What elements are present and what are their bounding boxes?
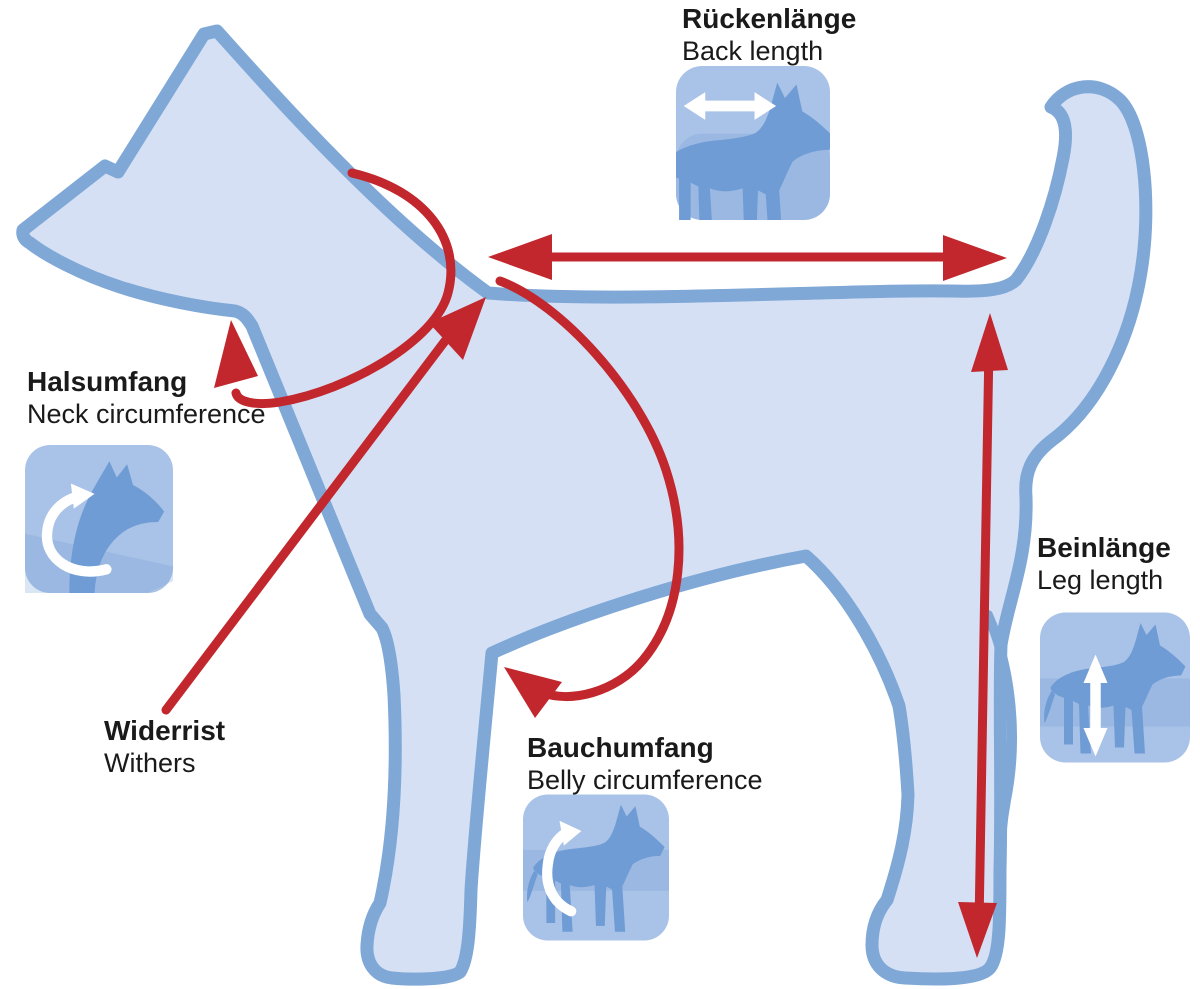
leg-length-label-en: Leg length	[1037, 565, 1164, 595]
leg-length-label: Beinlänge Leg length	[1037, 531, 1171, 597]
neck-circumference-arrow	[214, 168, 456, 409]
leg-length-icon	[1040, 612, 1190, 763]
belly-circumference-label-en: Belly circumference	[527, 765, 763, 795]
far-hind-leg-outline	[983, 610, 1017, 873]
back-length-icon	[676, 66, 830, 220]
neck-circumference-label: Halsumfang Neck circumference	[27, 365, 266, 431]
back-length-label-en: Back length	[682, 36, 824, 66]
belly-circumference-icon	[523, 790, 669, 945]
belly-curve-arrow-icon	[542, 820, 582, 917]
neck-circumference-icon	[25, 445, 173, 593]
withers-label-de: Widerrist	[104, 715, 226, 746]
dog-silhouette-small	[1044, 623, 1186, 754]
back-length-label-de: Rückenlänge	[682, 3, 857, 34]
leg-length-arrow	[958, 313, 1008, 958]
circular-arrow-icon	[42, 483, 112, 577]
withers-label-en: Withers	[104, 748, 196, 778]
withers-arrow	[161, 297, 486, 715]
belly-circumference-label-de: Bauchumfang	[527, 732, 714, 763]
neck-circumference-label-de: Halsumfang	[27, 366, 188, 397]
back-length-arrow	[488, 234, 1007, 281]
belly-circumference-label: Bauchumfang Belly circumference	[527, 731, 763, 797]
vertical-double-arrow-icon	[1083, 654, 1108, 757]
back-length-label: Rückenlänge Back length	[682, 2, 856, 68]
leg-length-label-de: Beinlänge	[1037, 532, 1171, 563]
horizontal-double-arrow-icon	[683, 92, 777, 120]
dog-silhouette	[16, 24, 1153, 986]
withers-label: Widerrist Withers	[104, 714, 225, 780]
belly-circumference-arrow	[495, 276, 684, 718]
neck-circumference-label-en: Neck circumference	[27, 399, 266, 429]
dog-silhouette-small	[527, 804, 665, 932]
